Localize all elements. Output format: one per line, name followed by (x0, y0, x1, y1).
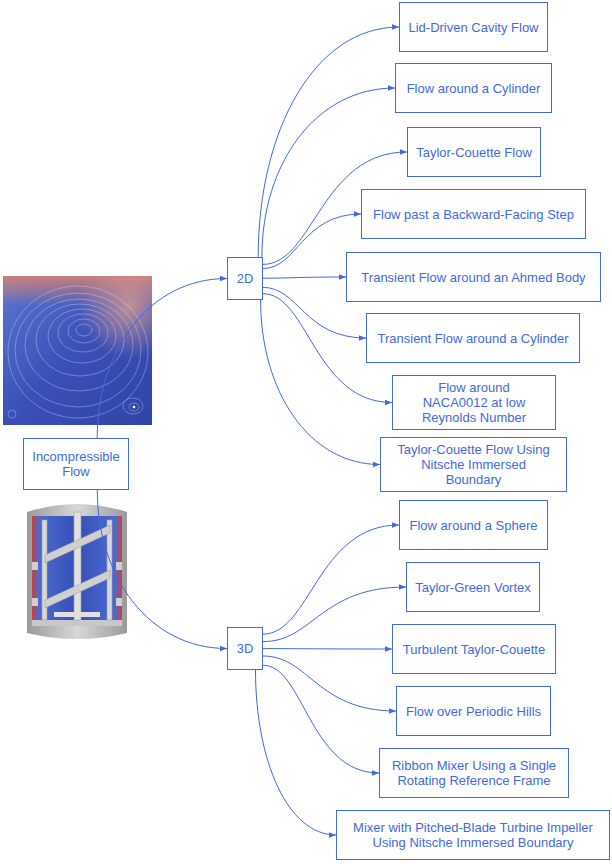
mixer-image (27, 504, 127, 639)
node-label: Taylor-Couette Flow Using Nitsche Immers… (394, 442, 554, 487)
node-label: Incompressible Flow (31, 449, 121, 479)
cavity-flow-image (3, 276, 152, 425)
case-box: Ribbon Mixer Using a Single Rotating Ref… (379, 748, 569, 798)
case-box: Taylor-Couette Flow Using Nitsche Immers… (380, 437, 567, 492)
node-label: Lid-Driven Cavity Flow (408, 20, 538, 35)
case-box: Lid-Driven Cavity Flow (399, 2, 548, 52)
category-box: 3D (227, 627, 263, 670)
tree-connector (97, 490, 227, 649)
node-label: Flow around a Cylinder (407, 81, 541, 96)
tree-connector (263, 525, 399, 634)
node-label: Ribbon Mixer Using a Single Rotating Ref… (389, 758, 559, 788)
case-box: Flow around a Sphere (399, 500, 548, 550)
node-label: Mixer with Pitched-Blade Turbine Impelle… (343, 820, 603, 850)
tree-connector (263, 648, 392, 649)
case-box: Flow past a Backward-Facing Step (361, 189, 586, 239)
node-label: Taylor-Couette Flow (416, 145, 532, 160)
node-label: Flow around NACA0012 at low Reynolds Num… (404, 380, 544, 425)
tree-connector (263, 587, 406, 642)
node-label: Taylor-Green Vortex (415, 580, 531, 595)
node-label: Transient Flow around an Ahmed Body (361, 270, 585, 285)
case-box: Taylor-Green Vortex (406, 562, 540, 612)
tree-connector (263, 656, 396, 711)
node-label: 3D (237, 641, 254, 656)
category-box: 2D (227, 257, 263, 300)
node-label: Flow over Periodic Hills (406, 704, 541, 719)
tree-connector (97, 279, 227, 439)
case-box: Flow around a Cylinder (395, 63, 552, 113)
node-label: 2D (237, 271, 254, 286)
tree-connector (263, 277, 346, 278)
case-box: Turbulent Taylor-Couette (392, 624, 556, 674)
case-box: Transient Flow around an Ahmed Body (346, 252, 601, 302)
node-label: Flow around a Sphere (410, 518, 538, 533)
case-box: Transient Flow around a Cylinder (366, 313, 580, 363)
case-box: Mixer with Pitched-Blade Turbine Impelle… (336, 810, 610, 860)
case-box: Taylor-Couette Flow (407, 127, 541, 177)
node-label: Flow past a Backward-Facing Step (373, 207, 574, 222)
tree-connector (256, 670, 337, 835)
root-box: Incompressible Flow (23, 438, 129, 490)
tree-connector (261, 300, 380, 465)
node-label: Turbulent Taylor-Couette (403, 642, 545, 657)
node-label: Transient Flow around a Cylinder (378, 331, 569, 346)
case-box: Flow around NACA0012 at low Reynolds Num… (392, 375, 556, 430)
tree-connector (263, 665, 379, 773)
case-box: Flow over Periodic Hills (396, 686, 551, 736)
